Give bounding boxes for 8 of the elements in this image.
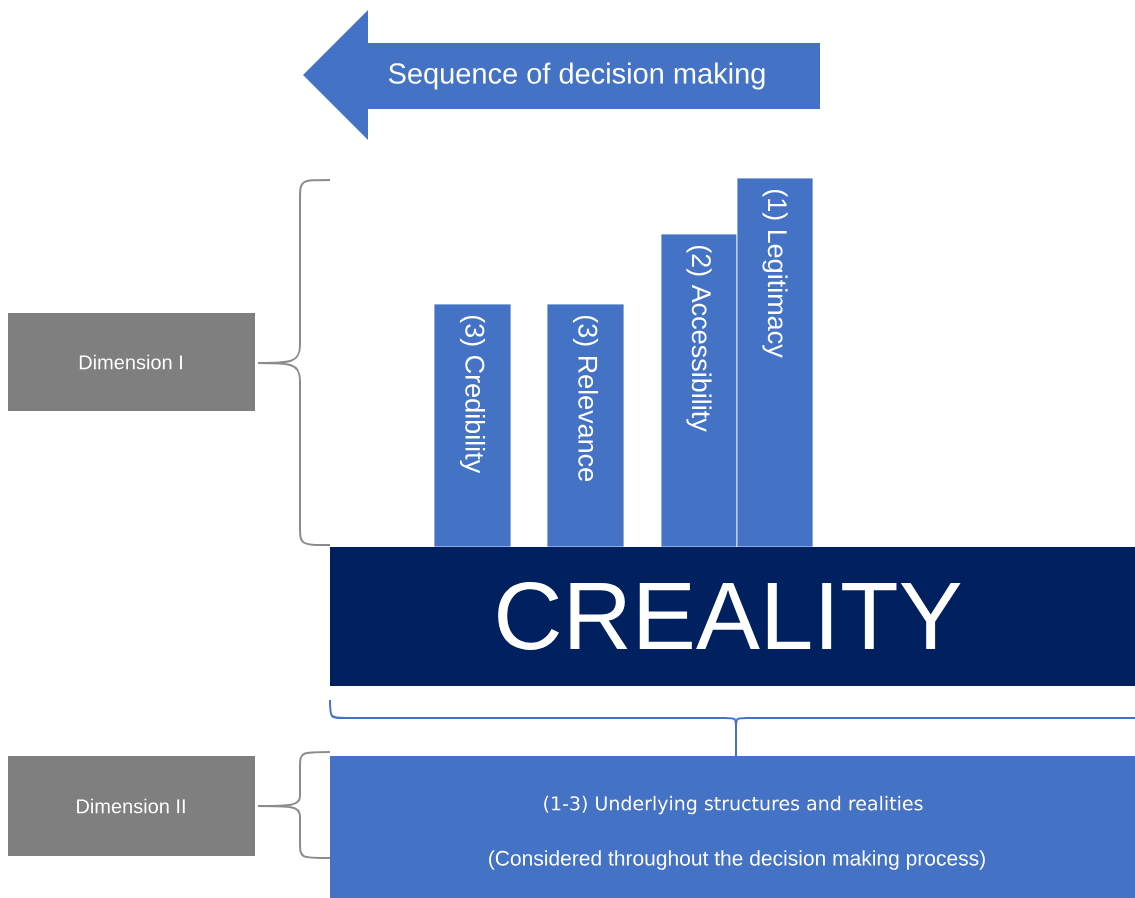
bar: (1) Legitimacy <box>736 177 814 548</box>
foundation-box: (1-3) Underlying structures and realities (Considered throughout the decision making process) <box>330 756 1135 898</box>
dimension-box: Dimension I <box>8 313 255 411</box>
bar: (3) Relevance <box>546 303 625 548</box>
title-band: CREALITY <box>330 547 1135 686</box>
dimension-box: Dimension II <box>8 756 255 856</box>
bar: (3) Credibility <box>433 303 512 548</box>
bar: (2) Accessibility <box>660 233 738 548</box>
